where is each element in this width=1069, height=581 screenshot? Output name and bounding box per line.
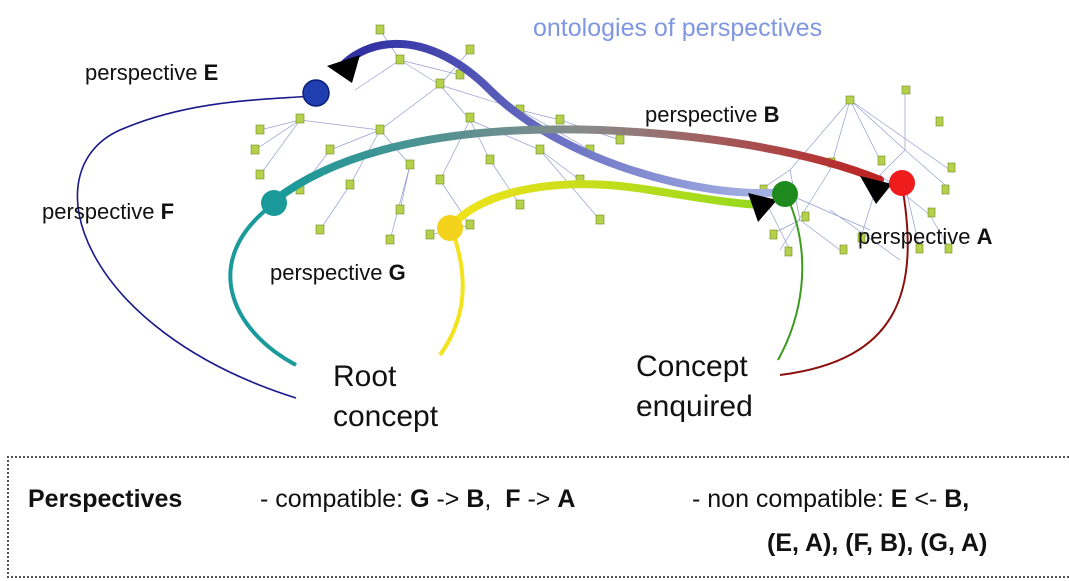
legend-non-compatible: - non compatible: E <- B, — [692, 485, 970, 513]
label-root-concept: Root concept — [333, 357, 438, 437]
legend-non-compatible-pairs: (E, A), (F, B), (G, A) — [767, 529, 988, 557]
label-word: perspective — [858, 224, 971, 249]
label-word: perspective — [270, 260, 383, 285]
ontology-nodes-left — [250, 24, 625, 245]
arrowhead-e — [327, 55, 360, 83]
arrowhead-b — [748, 193, 777, 222]
ontology-nodes-right — [759, 85, 956, 257]
label-letter-e: E — [203, 60, 219, 85]
label-word: perspective — [42, 199, 155, 224]
arrow-b-to-e — [336, 39, 789, 197]
label-letter-f: F — [160, 199, 175, 224]
node-perspective-a — [889, 170, 915, 196]
node-perspective-e — [302, 79, 330, 107]
node-perspective-f — [261, 190, 287, 216]
arrow-g-to-b — [446, 180, 772, 232]
label-perspective-g: perspective G — [270, 260, 406, 286]
label-perspective-f: perspective F — [42, 199, 174, 225]
label-perspective-e: perspective E — [85, 60, 218, 86]
curve-root-to-f — [228, 203, 297, 367]
node-perspective-g — [437, 215, 463, 241]
label-word: perspective — [85, 60, 198, 85]
legend-compatible: - compatible: G -> B, F -> A — [260, 485, 576, 513]
arrowhead-a — [860, 176, 892, 204]
concept-enquired-line1: Concept — [636, 350, 748, 383]
curve-root-to-e — [76, 95, 313, 399]
label-perspective-a: perspective A — [858, 224, 993, 250]
label-word: perspective — [645, 102, 758, 127]
concept-enquired-line2: enquired — [636, 390, 753, 423]
curve-enquired-to-b — [777, 195, 804, 361]
label-perspective-b: perspective B — [645, 102, 780, 128]
legend-heading: Perspectives — [28, 485, 183, 513]
label-concept-enquired: Concept enquired — [636, 347, 753, 427]
node-perspective-b — [772, 181, 798, 207]
label-letter-a: A — [976, 224, 993, 249]
legend-box: Perspectives - compatible: G -> B, F -> … — [7, 456, 1069, 578]
label-letter-g: G — [388, 260, 406, 285]
root-concept-line1: Root — [333, 360, 397, 393]
arrow-f-to-a — [271, 125, 884, 204]
curve-enquired-to-a — [779, 184, 909, 376]
label-letter-b: B — [763, 102, 780, 127]
root-concept-line2: concept — [333, 400, 439, 433]
diagram-title: ontologies of perspectives — [533, 14, 823, 42]
curve-root-to-g — [438, 229, 465, 357]
